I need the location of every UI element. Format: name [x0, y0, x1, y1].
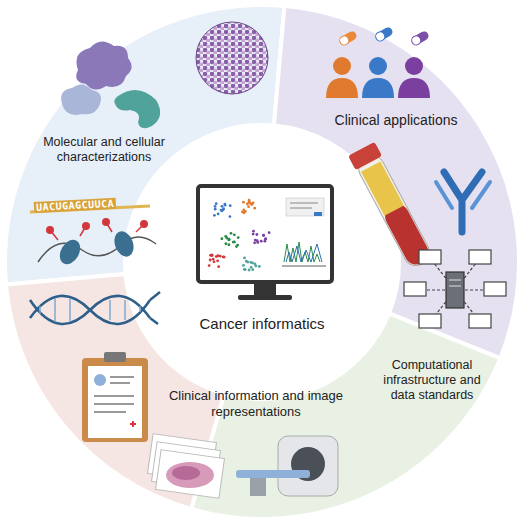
patients-and-pills — [326, 26, 430, 98]
antibody — [436, 172, 490, 232]
dna-helix — [30, 292, 160, 324]
label-text: Clinical information and image represent… — [161, 388, 351, 419]
nucleosomes — [38, 218, 156, 268]
segment-label: Computational infrastructure and data st… — [371, 358, 493, 403]
segment-label: Clinical applications — [316, 112, 476, 129]
segment-label: Molecular and cellular characterizations — [29, 135, 179, 165]
label-text: Molecular and cellular characterizations — [29, 135, 179, 165]
sequence-label: UACUGAGCUUCA — [34, 198, 117, 213]
label-text: Computational infrastructure and data st… — [371, 358, 493, 403]
label-text: Cancer informatics — [177, 315, 347, 333]
mri-scanner — [236, 436, 338, 496]
computer-network — [404, 250, 506, 328]
protein-shapes — [61, 41, 160, 128]
label-text: Clinical applications — [316, 112, 476, 129]
center-circle — [127, 127, 397, 397]
center-title: Cancer informatics — [177, 315, 347, 333]
computer-monitor — [198, 186, 332, 300]
clipboard — [82, 352, 148, 442]
histology-slides — [148, 434, 225, 499]
spatial-map — [190, 18, 274, 98]
segment-label: Clinical information and image represent… — [161, 388, 351, 419]
